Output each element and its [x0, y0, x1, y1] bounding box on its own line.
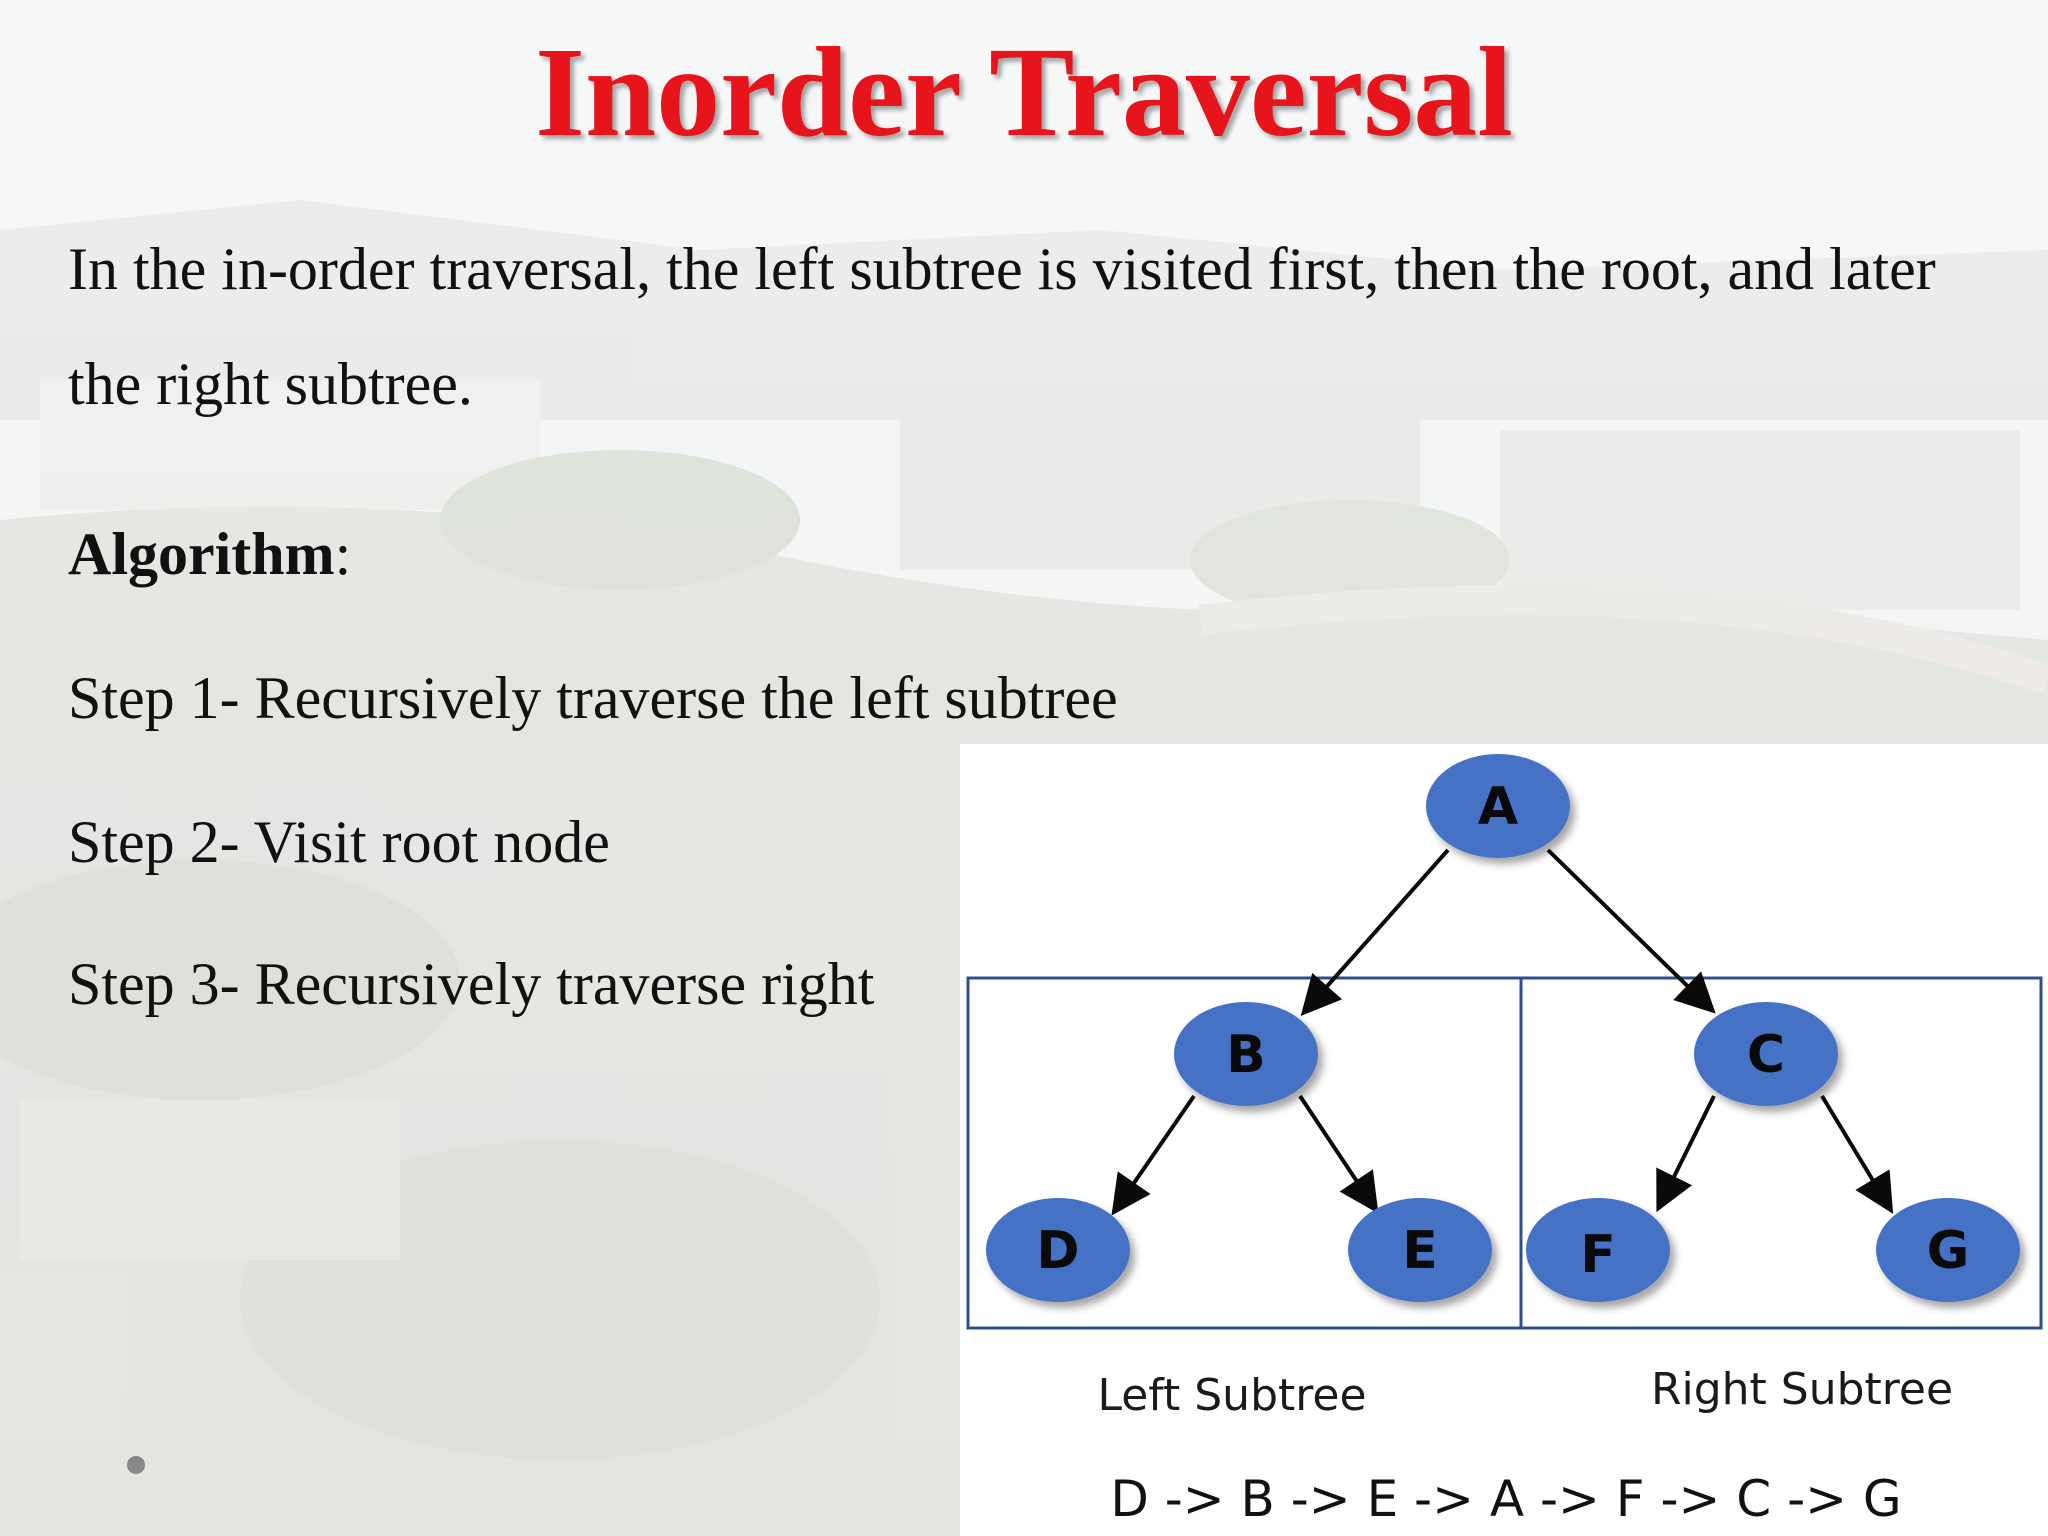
slide-title: Inorder Traversal: [535, 21, 1513, 163]
edge-a-b: [1300, 848, 1450, 1016]
node-c-label: C: [1747, 1025, 1785, 1085]
traversal-order: D -> B -> E -> A -> F -> C -> G: [1110, 1470, 1901, 1528]
tree-svg: A B C D E F G Left Subtree Right Subtree: [966, 754, 2043, 1528]
slide-bullet-dot: [127, 1456, 145, 1474]
node-f: F: [1526, 1198, 1670, 1302]
right-subtree-caption: Right Subtree: [1651, 1364, 1953, 1415]
node-b-label: B: [1226, 1025, 1266, 1085]
node-e-label: E: [1402, 1221, 1438, 1281]
binary-tree-diagram: A B C D E F G Left Subtree Right Subtree: [960, 744, 2048, 1536]
step-3: Step 3- Recursively traverse right: [68, 951, 875, 1017]
node-g-label: G: [1927, 1221, 1970, 1281]
node-a: A: [1426, 754, 1570, 858]
edge-c-f: [1656, 1095, 1716, 1213]
node-b: B: [1174, 1002, 1318, 1106]
node-f-label: F: [1580, 1225, 1616, 1285]
intro-paragraph: In the in-order traversal, the left subt…: [68, 236, 1936, 417]
step-2: Step 2- Visit root node: [68, 809, 610, 875]
node-g: G: [1876, 1198, 2020, 1302]
edge-c-g: [1820, 1094, 1894, 1214]
right-subtree-box: [1519, 976, 2043, 1330]
node-e: E: [1348, 1198, 1492, 1302]
edge-a-c: [1546, 848, 1716, 1014]
edge-b-d: [1111, 1094, 1196, 1216]
algorithm-heading: Algorithm:: [68, 520, 351, 589]
left-subtree-caption: Left Subtree: [1097, 1370, 1366, 1421]
algorithm-colon: :: [334, 521, 352, 587]
node-d-label: D: [1036, 1221, 1079, 1281]
algorithm-label: Algorithm: [68, 521, 335, 587]
node-c: C: [1694, 1002, 1838, 1106]
step-1: Step 1- Recursively traverse the left su…: [68, 665, 1118, 731]
edge-b-e: [1298, 1094, 1379, 1214]
node-d: D: [986, 1198, 1130, 1302]
node-a-label: A: [1478, 777, 1518, 837]
